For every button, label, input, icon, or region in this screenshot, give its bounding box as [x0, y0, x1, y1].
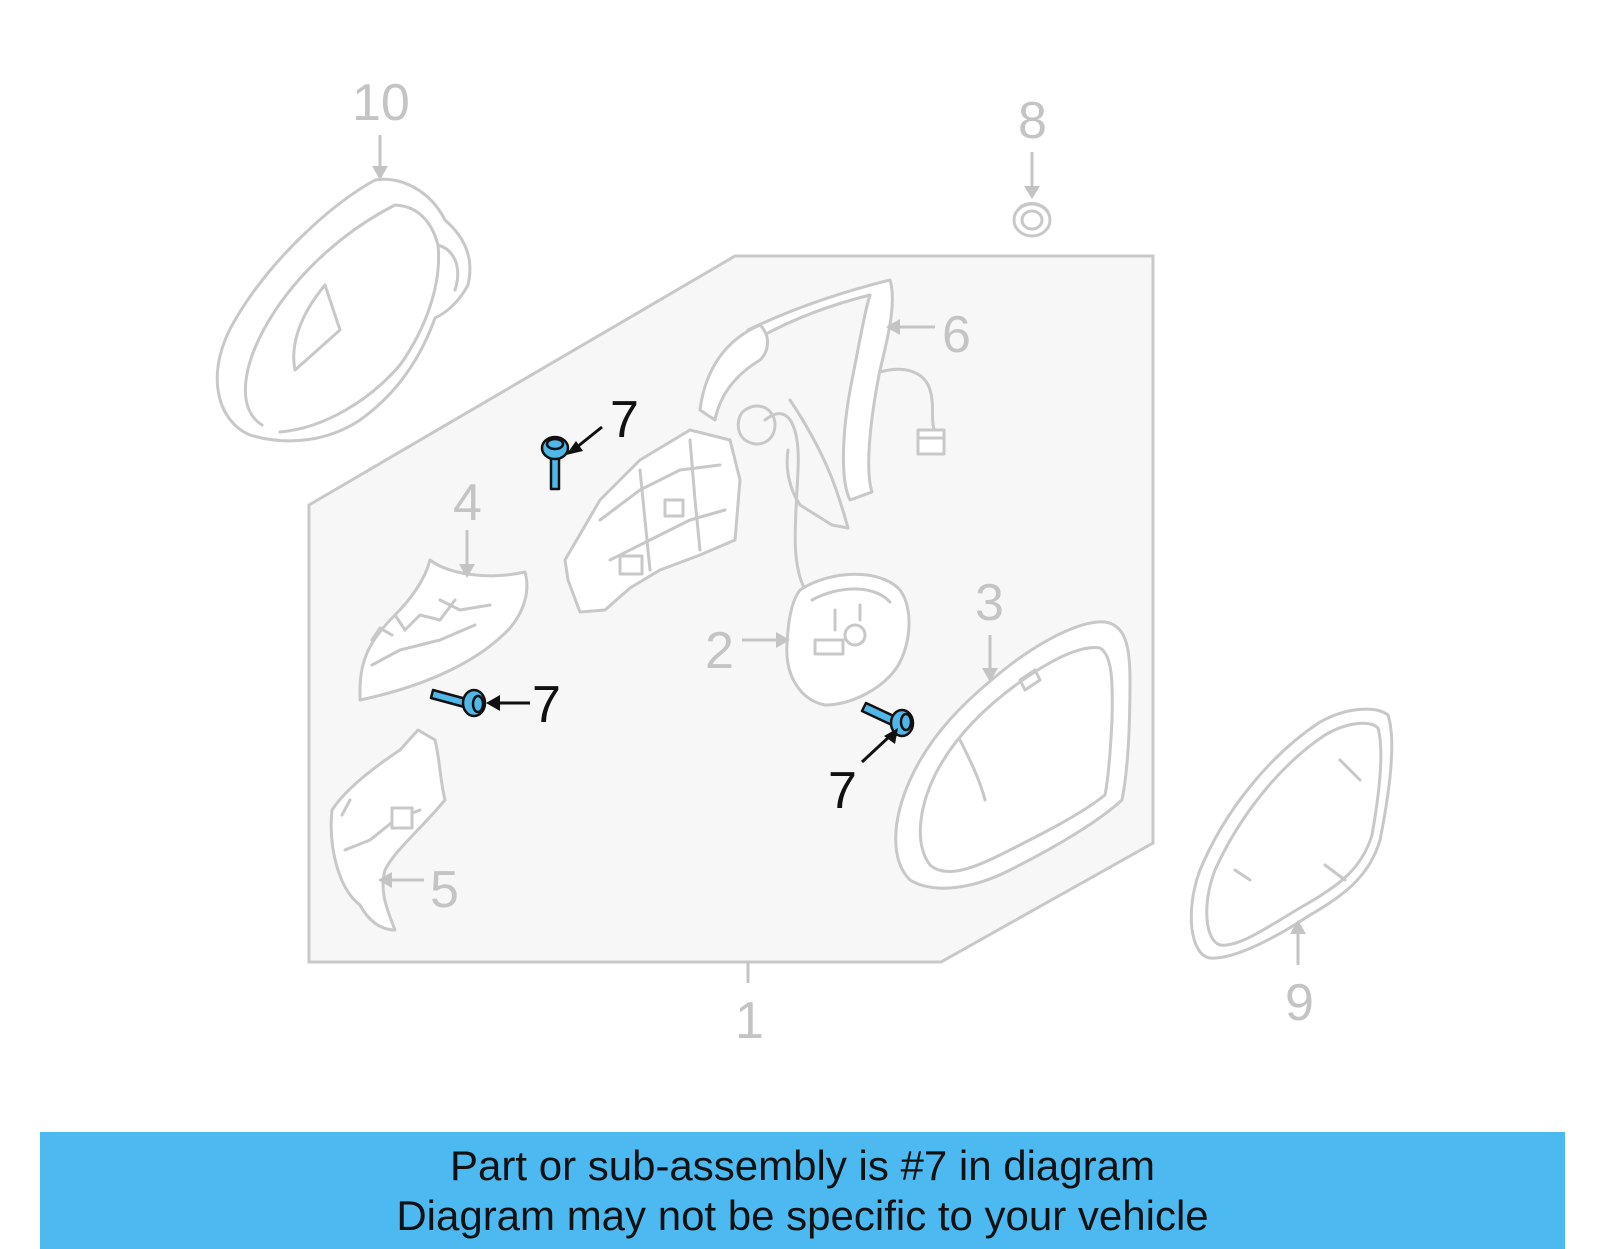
arrowhead-5	[378, 872, 392, 888]
arrowhead-3	[982, 668, 998, 682]
arrowhead-7a	[566, 441, 583, 455]
callout-5: 5	[430, 861, 459, 919]
callout-7c: 7	[828, 762, 857, 820]
callout-4: 4	[453, 474, 482, 532]
callout-3: 3	[975, 574, 1004, 632]
part-2-actuator-motor	[785, 572, 911, 707]
leader-7c	[860, 734, 892, 764]
callout-7a: 7	[610, 391, 639, 449]
banner-line-disclaimer: Diagram may not be specific to your vehi…	[396, 1192, 1209, 1239]
part-8-grommet	[1012, 202, 1052, 238]
callout-1: 1	[735, 992, 764, 1050]
part-6-mirror-base	[698, 278, 946, 530]
arrowhead-6	[886, 319, 900, 335]
part-5-lower-bracket	[329, 728, 447, 932]
parts-diagram: 1 10 8 6	[215, 74, 1394, 1050]
callout-2: 2	[705, 622, 734, 680]
leader-7a	[576, 425, 603, 449]
part-9-mirror-glass	[1189, 707, 1394, 960]
arrowhead-2	[776, 632, 790, 648]
part-10-mirror-cover	[215, 177, 472, 443]
arrowhead-9	[1290, 920, 1306, 934]
part-3-mirror-housing	[894, 620, 1132, 890]
arrowhead-10	[372, 166, 388, 180]
info-banner: Part or sub-assembly is #7 in diagram Di…	[40, 1132, 1565, 1249]
callout-6: 6	[942, 306, 971, 364]
banner-line-part-number: Part or sub-assembly is #7 in diagram	[450, 1142, 1155, 1189]
callout-10: 10	[352, 74, 410, 132]
arrowhead-8	[1024, 186, 1040, 199]
part-7-bolt-a	[540, 435, 570, 491]
callout-8: 8	[1018, 92, 1047, 150]
part-7-bolt-b	[429, 688, 487, 718]
callout-9: 9	[1285, 974, 1314, 1032]
arrowhead-7c	[884, 728, 898, 744]
arrowhead-4	[459, 564, 475, 578]
arrowhead-7b	[486, 695, 500, 711]
mirror-frame-bracket	[563, 404, 807, 614]
part-4-lower-cover	[358, 558, 529, 702]
callout-7b: 7	[532, 676, 561, 734]
